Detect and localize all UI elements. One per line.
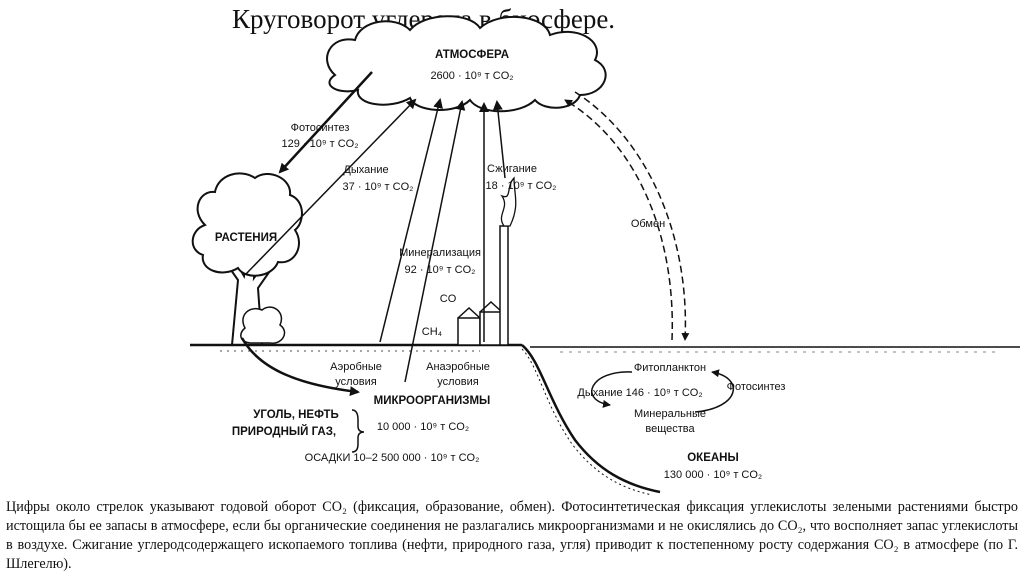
exchange-arrow-up: [564, 99, 674, 341]
anaerobic-label-2: условия: [437, 376, 479, 388]
ocean-respiration-arrow: [591, 371, 633, 408]
carbon-cycle-diagram: АТМОСФЕРА 2600 · 10⁹ т CO₂ РАСТЕНИЯ: [190, 15, 1020, 496]
aerobic-label-2: условия: [335, 376, 377, 388]
ch4-label: CH₄: [422, 326, 443, 338]
respiration-value: 37 · 10⁹ т CO₂: [343, 181, 414, 193]
aerobic-label-1: Аэробные: [330, 361, 382, 373]
sediments-label: ОСАДКИ 10–2 500 000 · 10⁹ т CO₂: [305, 452, 480, 464]
atmosphere-cloud: [326, 15, 607, 113]
microorganisms-label: МИКРООРГАНИЗМЫ: [374, 395, 491, 407]
fossil-brace: [351, 409, 365, 453]
respiration-arrow: [245, 98, 417, 275]
respiration-label: Дыхание: [343, 164, 388, 176]
minerals-label-1: Минеральные: [634, 408, 706, 420]
atmosphere-amount: 2600 · 10⁹ т CO₂: [430, 70, 513, 82]
factory-icon: [457, 176, 517, 346]
exchange-arrow-down: [574, 91, 690, 341]
plants-label: РАСТЕНИЯ: [215, 232, 277, 244]
photosynthesis-value: 129 · 10⁹ т CO₂: [282, 138, 359, 150]
combustion-value: 18 · 10⁹ т CO₂: [486, 180, 557, 192]
plants-to-soil-arrow: [240, 337, 360, 397]
fossil-amount: 10 000 · 10⁹ т CO₂: [377, 421, 469, 433]
ocean-photosynthesis-label: Фотосинтез: [727, 381, 786, 393]
photosynthesis-arrow: [278, 71, 373, 174]
ocean-name: ОКЕАНЫ: [687, 452, 739, 464]
ocean-amount: 130 000 · 10⁹ т CO₂: [664, 469, 762, 481]
atmosphere-label: АТМОСФЕРА: [435, 49, 509, 61]
ocean-surface: [530, 346, 1020, 353]
ocean-photosynthesis-arrow: [694, 369, 735, 413]
figure-caption: Цифры около стрелок указывают годовой об…: [6, 499, 1018, 572]
anaerobic-label-1: Анаэробные: [426, 361, 490, 373]
ocean-respiration-label: Дыхание 146 · 10⁹ т CO₂: [577, 387, 702, 399]
combustion-label: Сжигание: [487, 163, 537, 175]
mineralization-label: Минерализация: [399, 247, 481, 259]
fossil-label-2: ПРИРОДНЫЙ ГАЗ,: [232, 425, 336, 438]
co-label: CO: [440, 293, 457, 305]
phytoplankton-label: Фитопланктон: [634, 362, 706, 374]
combustion-arrow: [492, 100, 506, 179]
fossil-label-1: УГОЛЬ, НЕФТЬ: [253, 409, 339, 421]
exchange-label: Обмен: [631, 218, 665, 230]
mineralization-value: 92 · 10⁹ т CO₂: [405, 264, 476, 276]
minerals-label-2: вещества: [645, 423, 695, 435]
tree-icon: [191, 172, 303, 346]
mineralization-arrow-2: [404, 100, 466, 383]
mineralization-arrow: [379, 98, 443, 343]
photosynthesis-label: Фотосинтез: [291, 122, 350, 134]
